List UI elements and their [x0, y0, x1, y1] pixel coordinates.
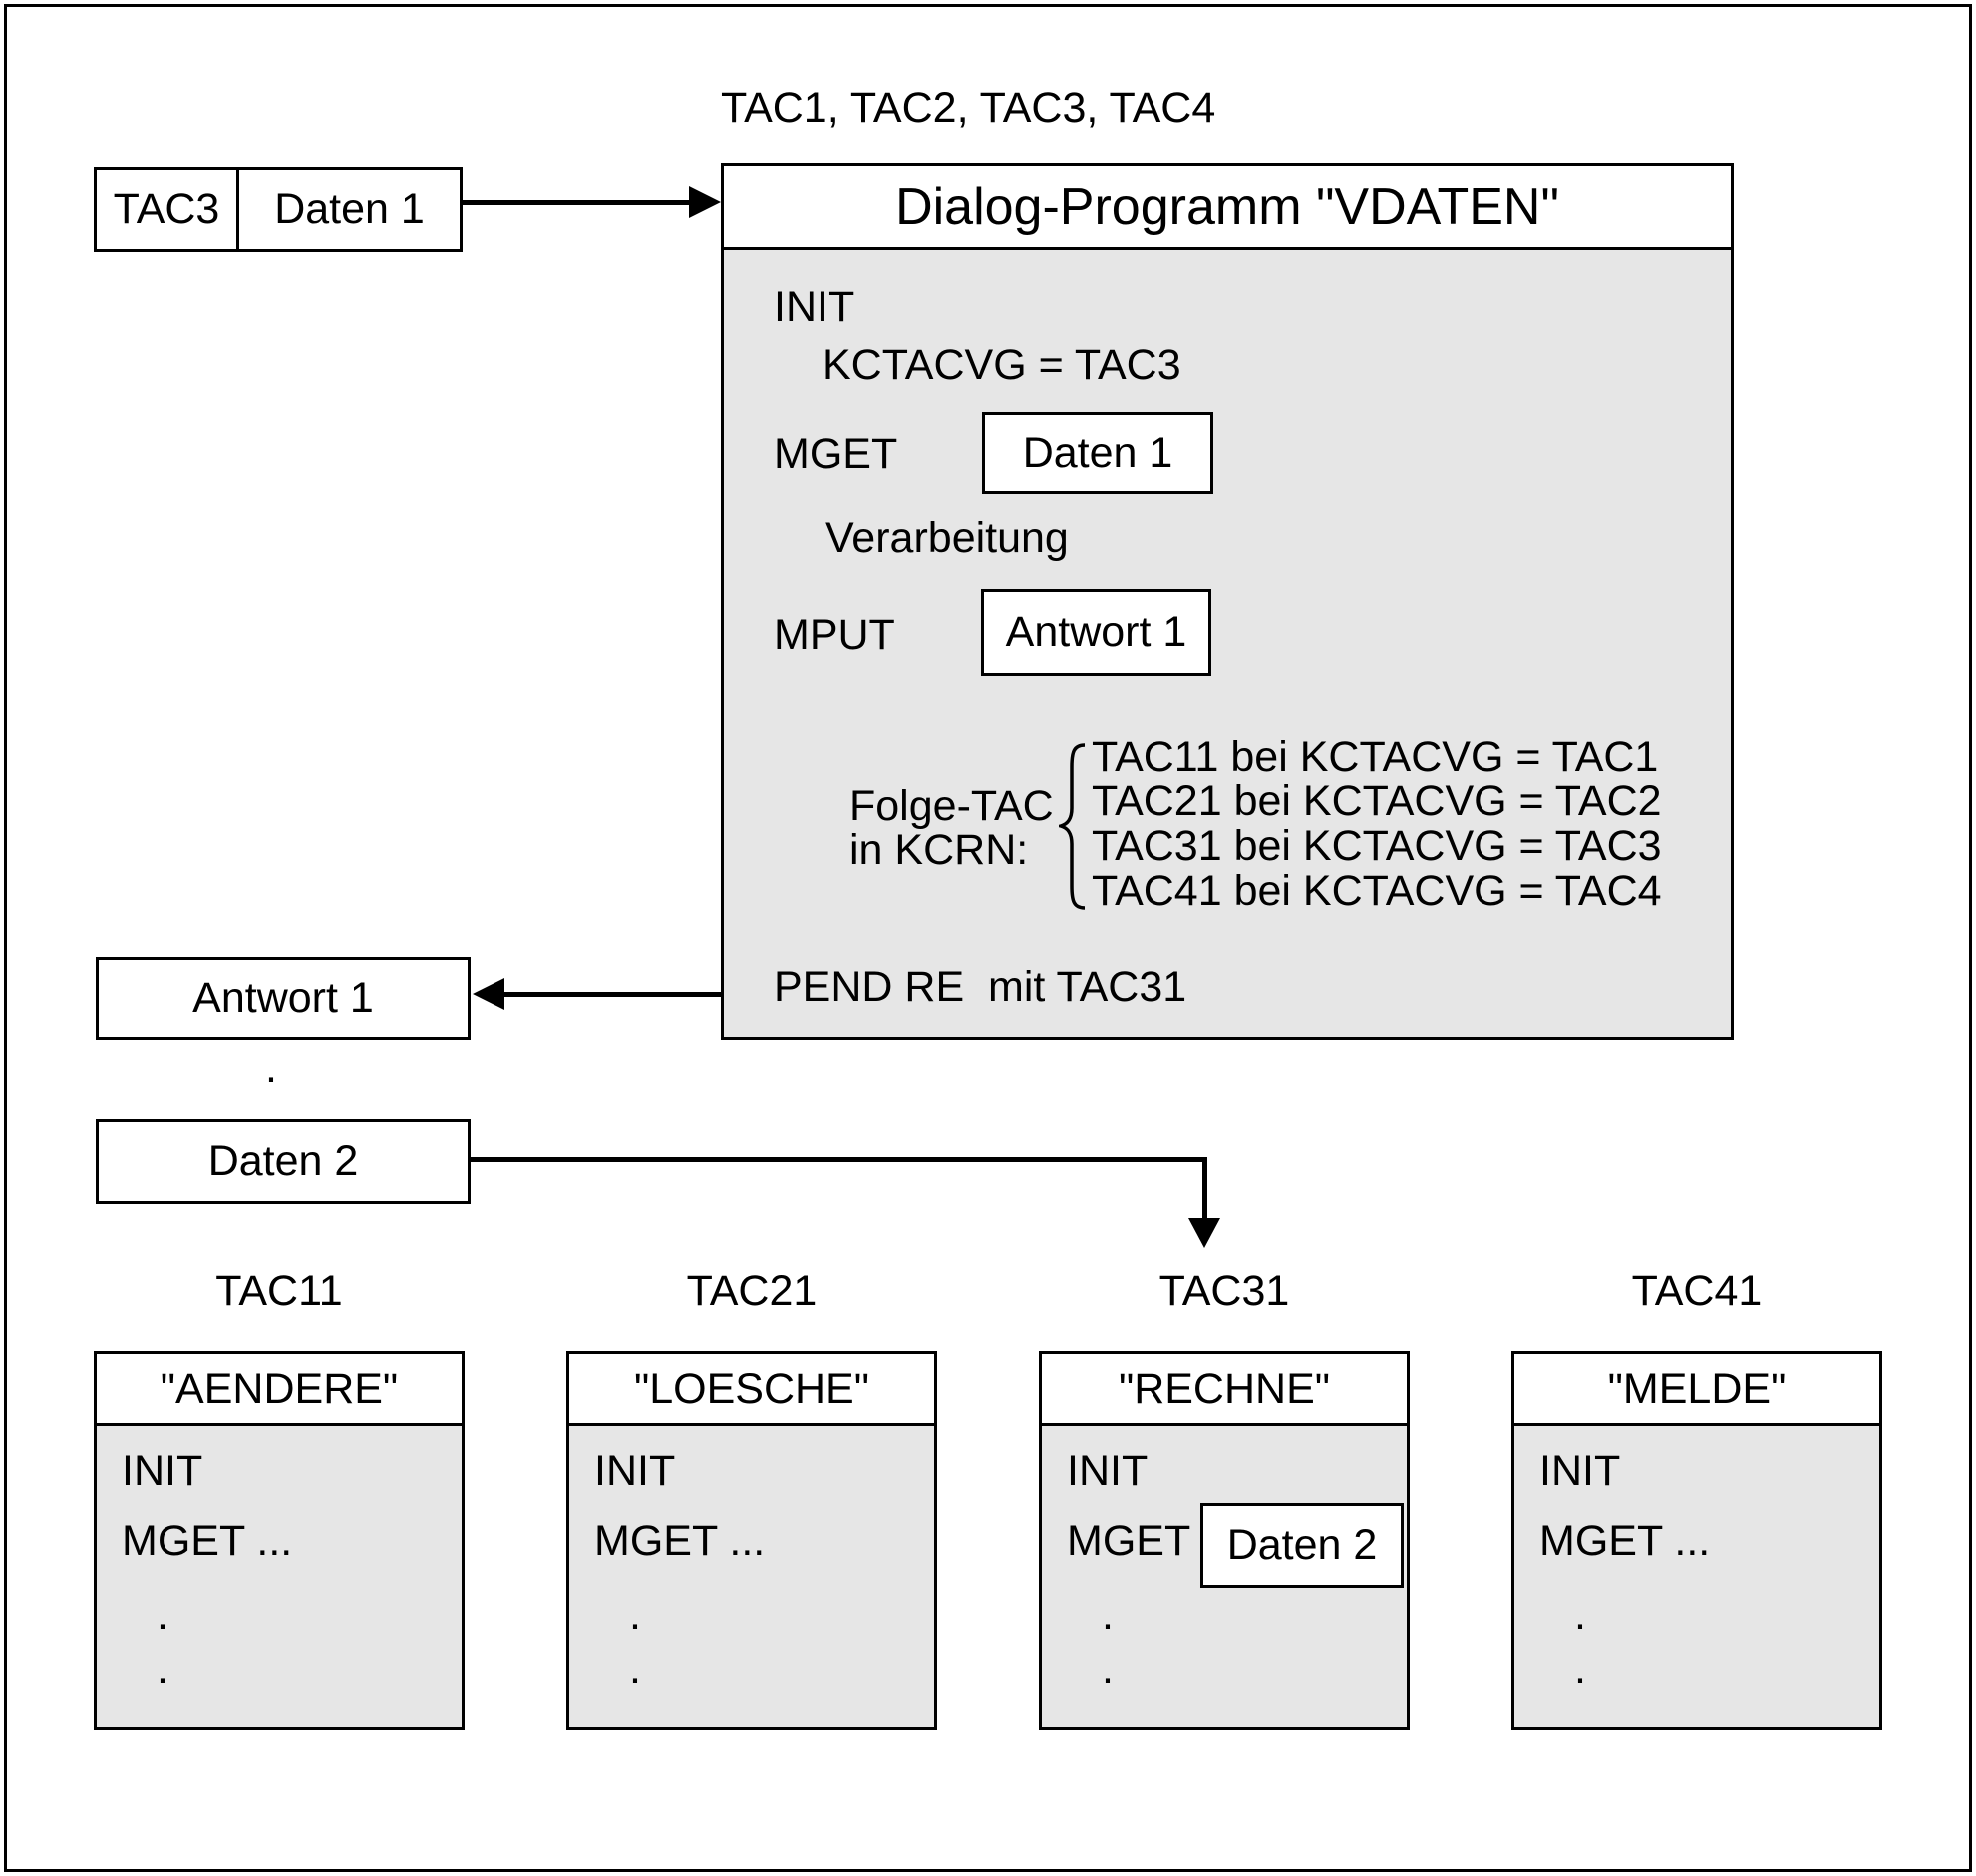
dialog-program-box: Dialog-Programm "VDATEN" INIT KCTACVG = … [721, 163, 1734, 1040]
tac11-program-name: "AENDERE" [97, 1354, 462, 1426]
folge-tac-option-1: TAC11 bei KCTACVG = TAC1 [1092, 733, 1659, 781]
folge-tac-label-line1: Folge-TAC [849, 782, 1054, 830]
tac31-label: TAC31 [1158, 1267, 1290, 1315]
tac21-mget: MGET ... [594, 1517, 766, 1565]
tac41-program-box: "MELDE" INIT MGET ... . . [1511, 1351, 1882, 1730]
input-message-tac-cell: TAC3 [97, 170, 239, 249]
tac31-mget-data-box: Daten 2 [1200, 1503, 1404, 1588]
tac11-init: INIT [122, 1447, 203, 1495]
tac41-program-name: "MELDE" [1514, 1354, 1879, 1426]
kcrn-brace-icon [1059, 743, 1086, 910]
tac31-dot-2: . [1102, 1645, 1114, 1693]
tac21-init: INIT [594, 1447, 676, 1495]
tac41-dot-2: . [1574, 1645, 1586, 1693]
dialog-program-title: Dialog-Programm "VDATEN" [724, 166, 1731, 250]
tac21-program-box: "LOESCHE" INIT MGET ... . . [566, 1351, 937, 1730]
tac11-mget: MGET ... [122, 1517, 293, 1565]
arrow-daten2-horizontal [471, 1157, 1207, 1162]
arrow-left-icon [473, 978, 504, 1010]
main-init-statement: INIT [774, 283, 855, 331]
input-message-data-cell: Daten 1 [274, 185, 425, 233]
tac31-init: INIT [1067, 1447, 1149, 1495]
mput-data-box: Antwort 1 [981, 589, 1211, 676]
tac31-program-name: "RECHNE" [1042, 1354, 1407, 1426]
daten2-box: Daten 2 [96, 1119, 471, 1204]
valid-tacs-label: TAC1, TAC2, TAC3, TAC4 [721, 84, 1216, 132]
tac41-init: INIT [1539, 1447, 1621, 1495]
arrow-daten2-vertical [1202, 1157, 1207, 1219]
tac11-label: TAC11 [215, 1267, 343, 1315]
main-pend-statement: PEND RE mit TAC31 [774, 963, 1187, 1011]
main-kctacvg-line: KCTACVG = TAC3 [823, 341, 1181, 389]
tac31-program-box: "RECHNE" INIT MGET Daten 2 . . [1039, 1351, 1410, 1730]
arrow-program-to-antwort [501, 992, 721, 997]
mget-data-box: Daten 1 [982, 412, 1213, 494]
tac41-mget: MGET ... [1539, 1517, 1711, 1565]
arrow-right-icon [689, 186, 721, 218]
arrow-down-icon [1188, 1218, 1220, 1248]
tac11-dot-1: . [157, 1591, 168, 1639]
folge-tac-option-4: TAC41 bei KCTACVG = TAC4 [1092, 867, 1662, 915]
tac21-program-name: "LOESCHE" [569, 1354, 934, 1426]
tac21-label: TAC21 [686, 1267, 818, 1315]
tac11-program-box: "AENDERE" INIT MGET ... . . [94, 1351, 465, 1730]
input-message-box: TAC3 Daten 1 [94, 167, 463, 252]
main-mget-statement: MGET [774, 430, 898, 477]
tac41-dot-1: . [1574, 1591, 1586, 1639]
outer-frame [4, 4, 1972, 1872]
tac21-dot-2: . [629, 1645, 641, 1693]
main-processing-line: Verarbeitung [825, 514, 1069, 562]
tac31-mget: MGET [1067, 1517, 1191, 1565]
antwort1-box: Antwort 1 [96, 957, 471, 1040]
folge-tac-label-line2: in KCRN: [849, 826, 1029, 874]
arrow-input-to-program [463, 200, 692, 205]
tac41-label: TAC41 [1631, 1267, 1763, 1315]
tac11-dot-2: . [157, 1645, 168, 1693]
continuation-dot: . [265, 1044, 277, 1092]
main-mput-statement: MPUT [774, 611, 895, 659]
tac21-dot-1: . [629, 1591, 641, 1639]
folge-tac-option-3: TAC31 bei KCTACVG = TAC3 [1092, 822, 1662, 870]
tac31-dot-1: . [1102, 1591, 1114, 1639]
folge-tac-option-2: TAC21 bei KCTACVG = TAC2 [1092, 778, 1662, 825]
